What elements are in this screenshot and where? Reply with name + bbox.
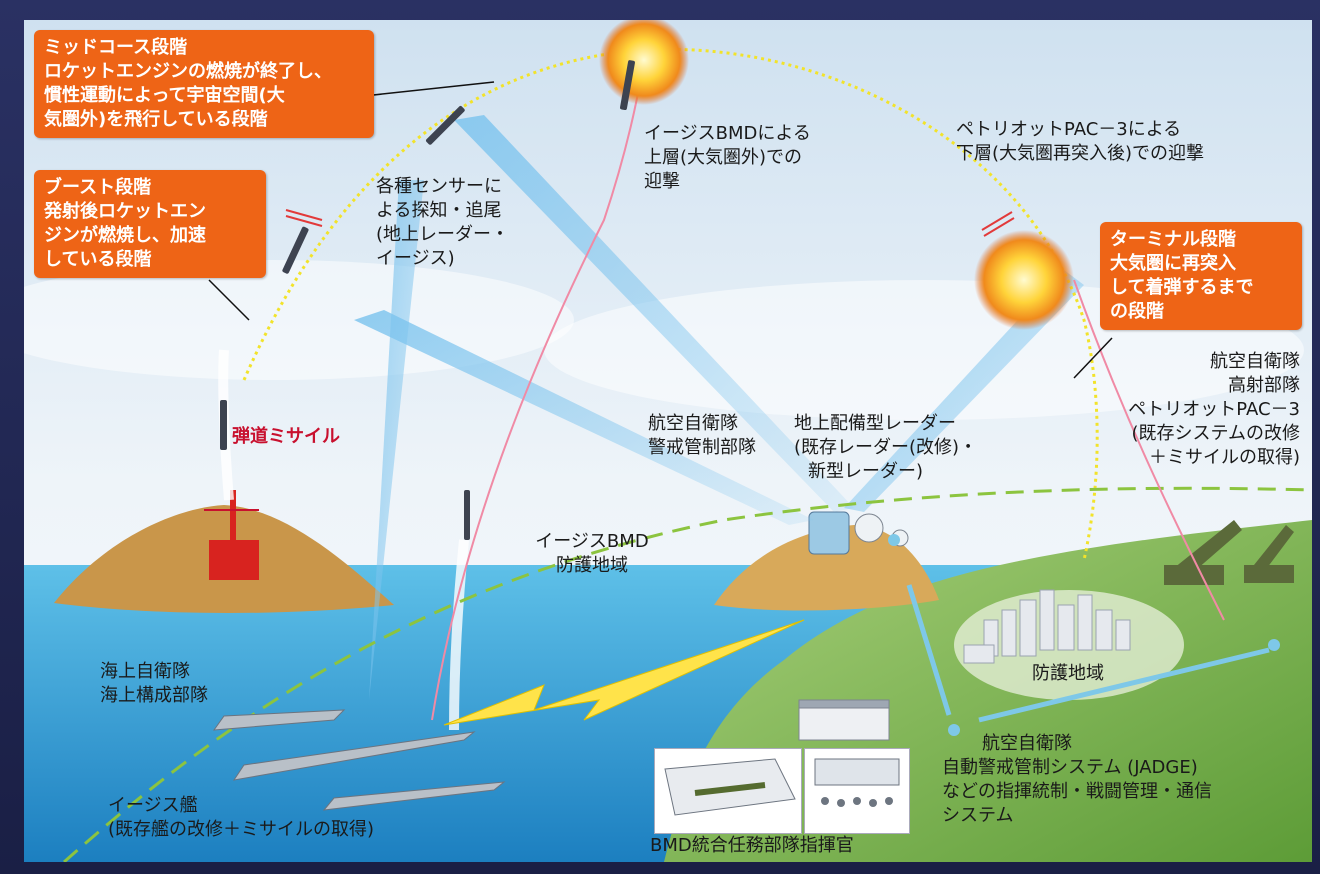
ground-radar-line: 地上配備型レーダー — [794, 413, 956, 434]
asdf-jadge-line: システム — [942, 805, 1014, 826]
midcourse-text: ロケットエンジンの燃焼が終了し、 — [44, 61, 332, 82]
aegis-ship-line: イージス艦 — [108, 795, 198, 816]
pac3-trail — [1073, 279, 1225, 621]
lower-intercept-explosion — [974, 230, 1074, 330]
patriot-lower-line: ペトリオットPAC－3による — [956, 119, 1182, 140]
asdf-patriot-line: 高射部隊 — [1228, 375, 1300, 396]
asdf-control-label: 航空自衛隊 警戒管制部隊 — [648, 412, 756, 460]
bmd-diagram: ミッドコース段階 ロケットエンジンの燃焼が終了し、 慣性運動によって宇宙空間(大… — [24, 20, 1312, 862]
sm3-trail — [431, 59, 645, 721]
aegis-ship-label: イージス艦 (既存艦の改修＋ミサイルの取得) — [108, 794, 374, 842]
command-room-icon — [664, 758, 796, 816]
city-buildings — [963, 589, 1131, 664]
command-room-illustration — [654, 748, 802, 834]
boost-text: 発射後ロケットエン — [44, 201, 206, 222]
patriot-launchers — [1164, 520, 1294, 585]
ground-radar-label: 地上配備型レーダー (既存レーダー(改修)・ 新型レーダー) — [794, 412, 977, 484]
operations-room-icon — [814, 758, 900, 807]
bmd-commander-label: BMD統合任務部隊指揮官 — [650, 835, 854, 856]
aegis-upper-line: イージスBMDによる — [644, 123, 811, 144]
asdf-jadge-line: 航空自衛隊 — [982, 733, 1072, 754]
asdf-jadge-label: 航空自衛隊 自動警戒管制システム (JADGE) などの指揮統制・戦闘管理・通信… — [942, 732, 1212, 828]
sensors-line: イージス) — [376, 248, 455, 269]
asdf-patriot-line: ＋ミサイルの取得) — [1148, 447, 1300, 468]
midcourse-text: 慣性運動によって宇宙空間(大 — [44, 85, 285, 106]
aegis-upper-intercept-label: イージスBMDによる 上層(大気圏外)での 迎撃 — [644, 122, 811, 194]
stage-marks — [285, 209, 1015, 237]
missiles — [220, 60, 635, 540]
callout-lines — [208, 81, 1113, 379]
sensors-line: (地上レーダー・ — [376, 224, 510, 245]
aegis-defense-area-label: イージスBMD 防護地域 — [502, 530, 682, 578]
missile-trajectory — [242, 47, 1099, 561]
protected-area-label: 防護地域 — [1032, 663, 1104, 684]
interceptor-smoke — [449, 539, 469, 731]
asdf-control-line: 警戒管制部隊 — [648, 437, 756, 458]
boost-text: している段階 — [44, 249, 152, 270]
msdf-label: 海上自衛隊 海上構成部隊 — [100, 660, 208, 708]
asdf-jadge-line: 自動警戒管制システム (JADGE) — [942, 757, 1198, 778]
asdf-patriot-line: (既存システムの改修 — [1131, 423, 1300, 444]
sensor-beams — [354, 115, 1084, 700]
hq-building — [798, 699, 890, 741]
boost-text: ジンが燃焼し、加速 — [44, 225, 206, 246]
aegis-area-line: イージスBMD — [535, 531, 649, 552]
comm-nodes — [888, 534, 1280, 736]
operations-room-illustration — [804, 748, 910, 834]
msdf-line: 海上構成部隊 — [100, 685, 208, 706]
ground-radar-line: (既存レーダー(改修)・ — [794, 437, 978, 458]
ballistic-missile-label: 弾道ミサイル — [232, 426, 340, 447]
boost-phase-box: ブースト段階 発射後ロケットエン ジンが燃焼し、加速 している段階 — [34, 170, 266, 278]
comm-links — [906, 584, 1270, 723]
msdf-line: 海上自衛隊 — [100, 661, 190, 682]
ground-radar-line: 新型レーダー) — [808, 461, 924, 482]
sensors-line: 各種センサーに — [376, 176, 502, 197]
terminal-phase-box: ターミナル段階 大気圏に再突入 して着弾するまで の段階 — [1100, 222, 1302, 330]
missile-launcher-vehicle — [204, 490, 259, 580]
asdf-control-line: 航空自衛隊 — [648, 413, 738, 434]
aegis-upper-line: 上層(大気圏外)での — [644, 147, 803, 168]
terminal-text: して着弾するまで — [1110, 277, 1254, 298]
datalink-bolt — [443, 619, 805, 726]
radar-installation — [808, 511, 909, 555]
asdf-jadge-line: などの指揮統制・戦闘管理・通信 — [942, 781, 1212, 802]
terminal-text: 大気圏に再突入 — [1110, 253, 1236, 274]
sensors-label: 各種センサーに よる探知・追尾 (地上レーダー・ イージス) — [376, 175, 509, 271]
asdf-patriot-line: ペトリオットPAC－3 — [1128, 399, 1300, 420]
terminal-title: ターミナル段階 — [1110, 229, 1236, 250]
upper-intercept-explosion — [599, 20, 689, 105]
aegis-area-line: 防護地域 — [556, 555, 628, 576]
midcourse-phase-box: ミッドコース段階 ロケットエンジンの燃焼が終了し、 慣性運動によって宇宙空間(大… — [34, 30, 374, 138]
terminal-text: の段階 — [1110, 301, 1164, 322]
boost-title: ブースト段階 — [44, 177, 152, 198]
asdf-patriot-line: 航空自衛隊 — [1210, 351, 1300, 372]
radar-hill — [714, 525, 939, 611]
asdf-patriot-label: 航空自衛隊 高射部隊 ペトリオットPAC－3 (既存システムの改修 ＋ミサイルの… — [1036, 350, 1300, 470]
patriot-lower-line: 下層(大気圏再突入後)での迎撃 — [956, 143, 1205, 164]
aegis-upper-line: 迎撃 — [644, 171, 680, 192]
aegis-ship-line: (既存艦の改修＋ミサイルの取得) — [108, 819, 375, 840]
midcourse-title: ミッドコース段階 — [44, 37, 188, 58]
defense-boundary — [63, 486, 1312, 862]
aegis-ships — [212, 709, 506, 811]
patriot-lower-intercept-label: ペトリオットPAC－3による 下層(大気圏再突入後)での迎撃 — [956, 118, 1204, 166]
midcourse-text: 気圏外)を飛行している段階 — [44, 109, 268, 130]
sensors-line: よる探知・追尾 — [376, 200, 502, 221]
